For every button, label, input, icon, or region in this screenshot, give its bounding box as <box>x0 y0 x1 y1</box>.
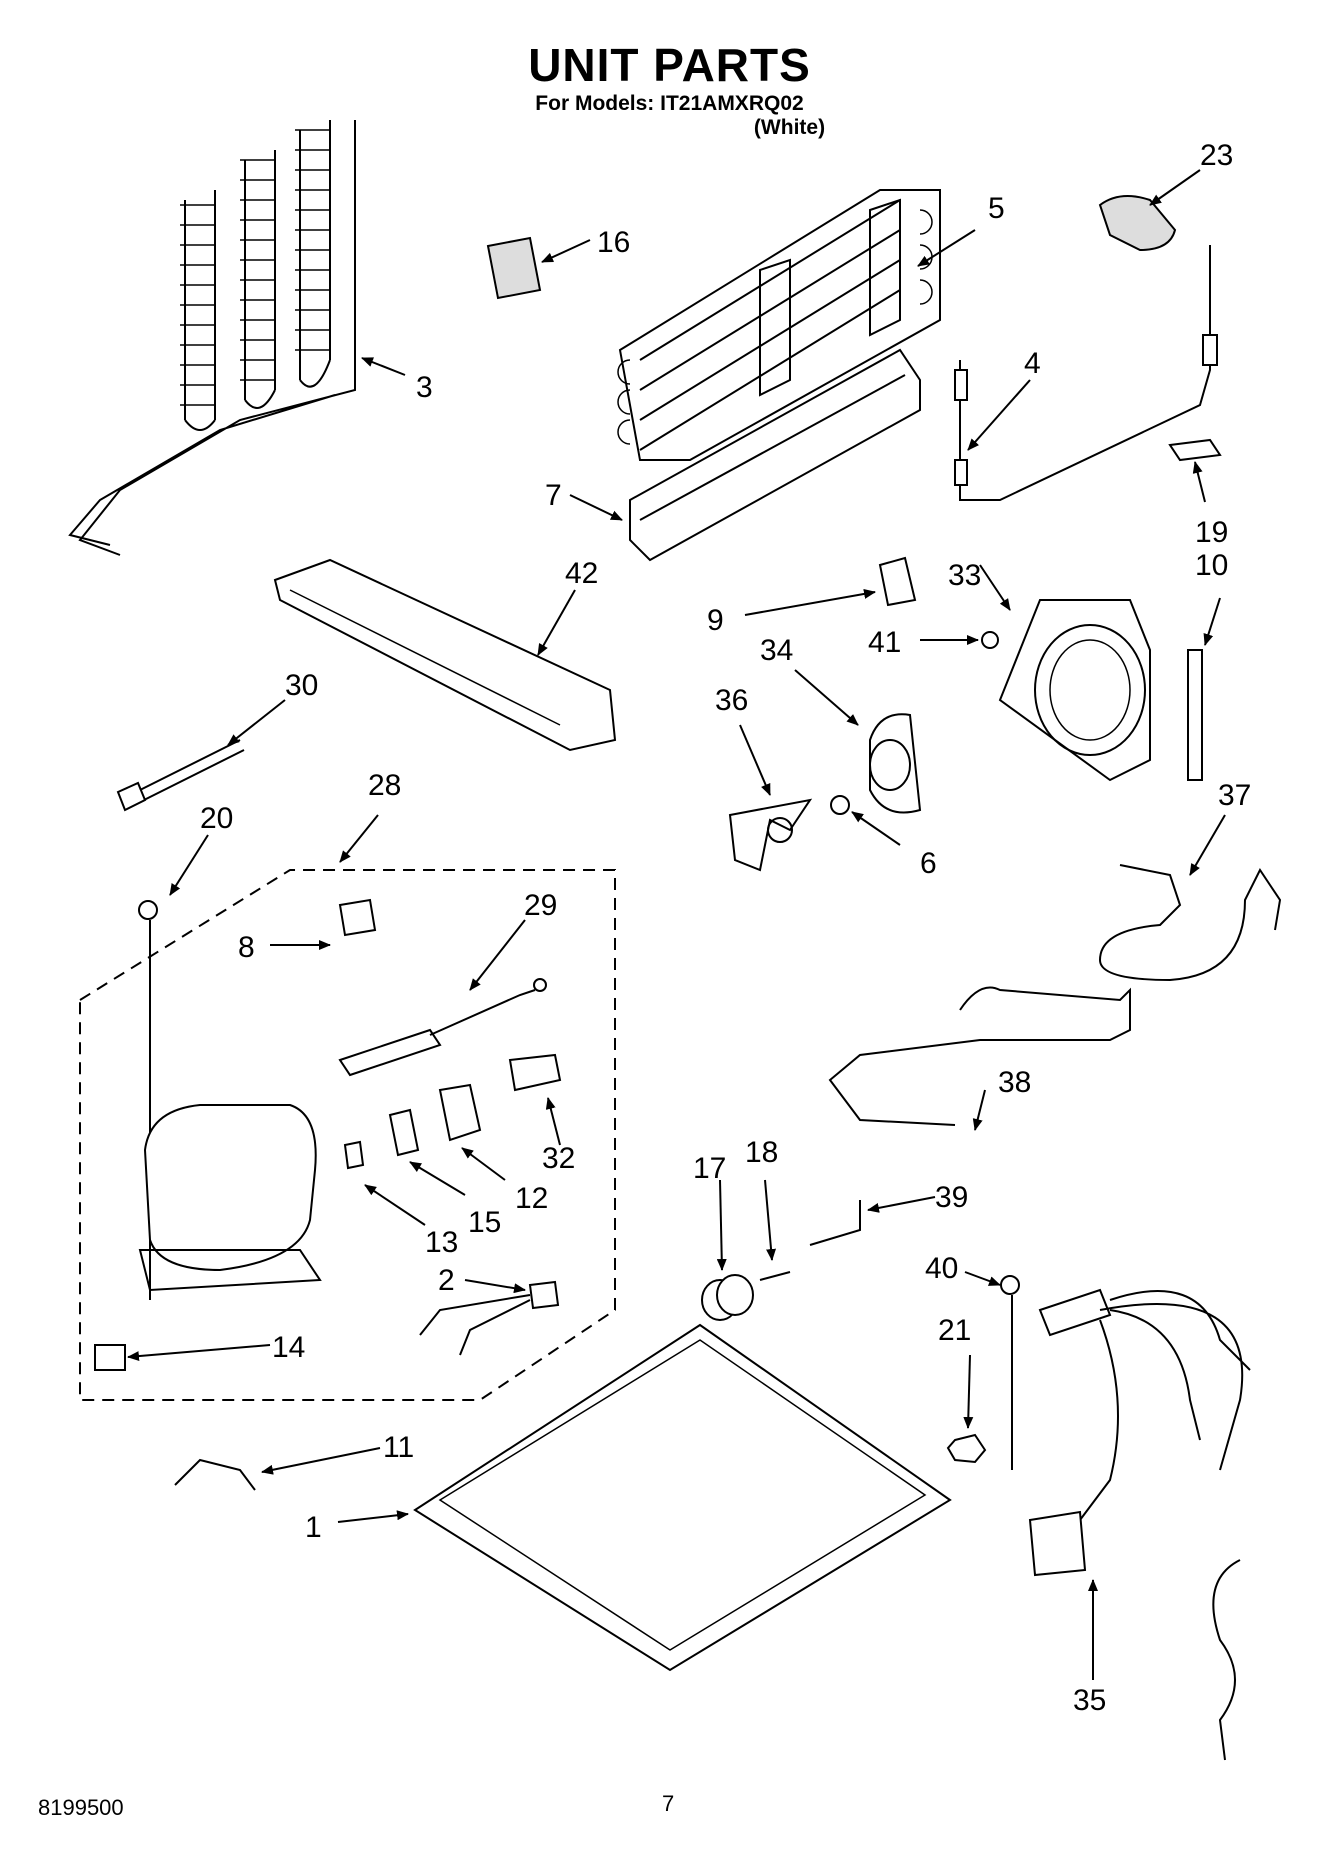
thermistor-part <box>954 245 1218 501</box>
callout-36: 36 <box>715 684 748 717</box>
callout-4: 4 <box>1024 347 1041 380</box>
cap-part <box>1098 195 1177 252</box>
drain-pan-part <box>273 558 617 752</box>
page-title: UNIT PARTS <box>528 39 811 91</box>
models-line: For Models: IT21AMXRQ02 <box>535 92 804 115</box>
cord-2-part <box>419 1280 560 1356</box>
nut-part <box>946 1433 987 1464</box>
callout-7: 7 <box>545 479 562 512</box>
fan-shroud-part <box>998 599 1151 782</box>
callout-labels: 3 16 5 23 4 7 19 42 9 33 10 41 34 36 6 3… <box>200 139 1251 1717</box>
callout-42: 42 <box>565 557 598 590</box>
relay-12-part <box>438 1083 482 1142</box>
callout-30: 30 <box>285 669 318 702</box>
callout-34: 34 <box>760 634 793 667</box>
color-line: (White) <box>753 116 826 139</box>
callout-32: 32 <box>542 1142 575 1175</box>
roller-part <box>701 1274 754 1321</box>
callout-37: 37 <box>1218 779 1251 812</box>
callout-20: 20 <box>200 802 233 835</box>
pad-part <box>486 236 542 300</box>
callout-38: 38 <box>998 1066 1031 1099</box>
callout-28: 28 <box>368 769 401 802</box>
tube-37-part <box>1098 864 1282 982</box>
page-number: 7 <box>662 1791 675 1816</box>
spring-clip-part <box>174 1458 256 1491</box>
callout-6: 6 <box>920 847 937 880</box>
fan-blade-part <box>728 798 813 872</box>
callout-16: 16 <box>597 226 630 259</box>
strip-part <box>1187 649 1203 781</box>
callout-14: 14 <box>272 1331 305 1364</box>
condenser-coil-part <box>68 120 356 556</box>
callout-35: 35 <box>1073 1684 1106 1717</box>
callout-40: 40 <box>925 1252 958 1285</box>
callout-9: 9 <box>707 604 724 637</box>
bracket-part <box>878 556 917 607</box>
compressor-assembly-group <box>79 869 616 1401</box>
tube-38-part <box>828 986 1131 1126</box>
terminal-13-part <box>343 1140 365 1170</box>
doc-number: 8199500 <box>38 1795 124 1820</box>
callout-33: 33 <box>948 559 981 592</box>
callout-15: 15 <box>468 1206 501 1239</box>
callout-18: 18 <box>745 1136 778 1169</box>
callout-21: 21 <box>938 1314 971 1347</box>
callout-10: 10 <box>1195 549 1228 582</box>
pin-part <box>759 1271 791 1281</box>
screw-6-part <box>830 795 850 815</box>
callout-1: 1 <box>305 1511 322 1544</box>
fan-motor-part <box>869 713 922 814</box>
callout-5: 5 <box>988 192 1005 225</box>
tube-39-part <box>809 1200 861 1246</box>
compressor-part <box>138 1104 322 1292</box>
evaporator-part <box>617 189 941 461</box>
callout-11: 11 <box>383 1431 414 1464</box>
relay-8-part <box>338 898 377 937</box>
callout-2: 2 <box>438 1264 455 1297</box>
callout-3: 3 <box>416 371 433 404</box>
callout-19: 19 <box>1195 516 1228 549</box>
base-frame-part <box>413 1323 952 1672</box>
callout-17: 17 <box>693 1152 726 1185</box>
screw-40-part <box>1000 1275 1020 1470</box>
drain-trough-part <box>629 348 921 562</box>
drier-part <box>338 978 547 1077</box>
callout-13: 13 <box>425 1226 458 1259</box>
clip-part <box>1168 438 1222 462</box>
relay-15-part <box>388 1108 420 1157</box>
grommet-part <box>94 1344 126 1371</box>
wire-harness-part <box>1028 1288 1251 1761</box>
cable-tie-part <box>116 739 245 812</box>
callout-39: 39 <box>935 1181 968 1214</box>
callout-41: 41 <box>868 626 901 659</box>
callout-29: 29 <box>524 889 557 922</box>
overload-32-part <box>508 1053 562 1092</box>
screw-41-part <box>981 631 999 649</box>
callout-12: 12 <box>515 1182 548 1215</box>
callout-23: 23 <box>1200 139 1233 172</box>
callout-8: 8 <box>238 931 255 964</box>
callout-leaders <box>127 169 1226 1680</box>
